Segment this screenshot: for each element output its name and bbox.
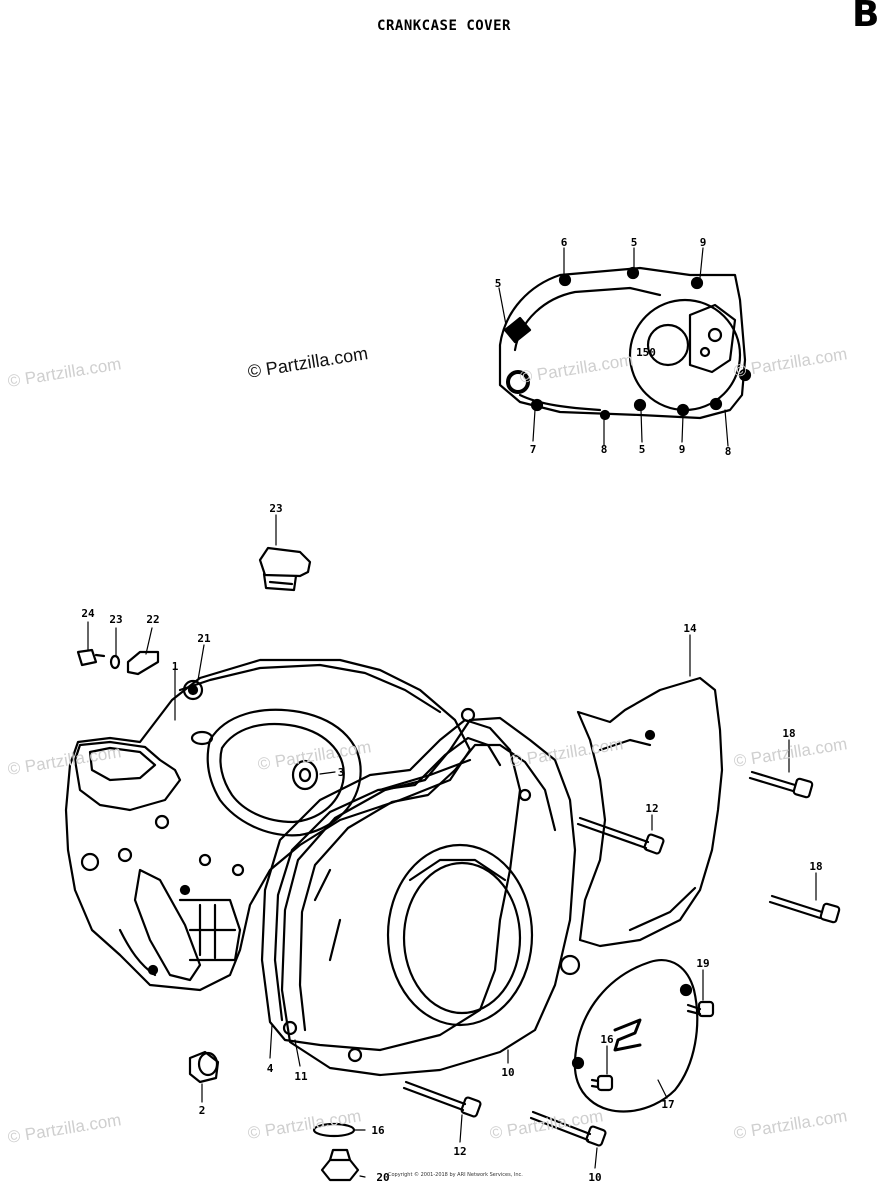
drain-plug-20 xyxy=(320,1148,360,1182)
bolt-18-lower xyxy=(768,894,841,924)
bolt-10-lower xyxy=(529,1110,607,1147)
callout-18-upper: 18 xyxy=(782,727,795,740)
crankcase-body xyxy=(64,658,472,992)
inset-mark: 150 xyxy=(636,346,656,359)
bolt-19 xyxy=(686,1000,715,1018)
clutch-cover-cap-17 xyxy=(571,959,699,1113)
callout-10: 10 xyxy=(501,1066,514,1079)
oil-filler-cap xyxy=(258,546,312,592)
callout-12-upper: 12 xyxy=(645,802,658,815)
callout-11: 11 xyxy=(294,1070,308,1083)
callout-7-inset: 7 xyxy=(530,443,537,456)
oil-seal-3 xyxy=(291,759,319,791)
bolt-12-upper xyxy=(576,816,665,855)
callout-20: 20 xyxy=(376,1171,389,1184)
callout-23-cap: 23 xyxy=(269,502,282,515)
callout-12-lower: 12 xyxy=(453,1145,466,1158)
gasket-4 xyxy=(260,718,522,1052)
inset-outer-cover xyxy=(498,266,752,421)
bolt-12-lower xyxy=(402,1080,482,1118)
diagram-title: CRANKCASE COVER xyxy=(377,18,511,34)
callout-6-inset: 6 xyxy=(561,236,568,249)
callout-8-inset: 8 xyxy=(601,443,608,456)
callout-1: 1 xyxy=(172,660,179,673)
callout-2: 2 xyxy=(199,1104,206,1117)
callout-23: 23 xyxy=(109,613,122,626)
callout-14: 14 xyxy=(683,622,697,635)
callout-22: 22 xyxy=(146,613,159,626)
copyright-line: Copyright © 2001-2018 by ARI Network Ser… xyxy=(388,1172,523,1178)
callout-21: 21 xyxy=(197,632,211,645)
callout-17: 17 xyxy=(661,1098,674,1111)
callout-19-washer: 16 xyxy=(371,1124,385,1137)
callout-8-inset-right: 8 xyxy=(725,445,732,458)
callout-5-inset-left: 5 xyxy=(495,277,502,290)
bolt-16-cover xyxy=(590,1074,614,1092)
callout-10-lower: 10 xyxy=(588,1171,601,1184)
callout-9-inset-bottom: 9 xyxy=(679,443,686,456)
callout-labels: 23 24 23 22 21 1 3 4 11 14 12 18 18 19 1… xyxy=(81,236,822,1184)
outer-cover-10 xyxy=(280,707,581,1077)
leader-lines xyxy=(87,247,817,1178)
callout-19: 19 xyxy=(696,957,709,970)
bushing-2 xyxy=(188,1050,220,1084)
callout-18-lower: 18 xyxy=(809,860,822,873)
callout-5-inset-top: 5 xyxy=(631,236,638,249)
callout-24: 24 xyxy=(81,607,95,620)
page-corner-letter: B xyxy=(852,0,880,35)
small-hardware-24-23-22 xyxy=(76,648,160,676)
bolt-18-upper xyxy=(748,770,814,799)
callout-4: 4 xyxy=(267,1062,274,1075)
callout-3: 3 xyxy=(338,766,345,779)
callout-9-inset-top: 9 xyxy=(700,236,707,249)
callout-16: 16 xyxy=(600,1033,614,1046)
callout-5-inset-bottom: 5 xyxy=(639,443,646,456)
